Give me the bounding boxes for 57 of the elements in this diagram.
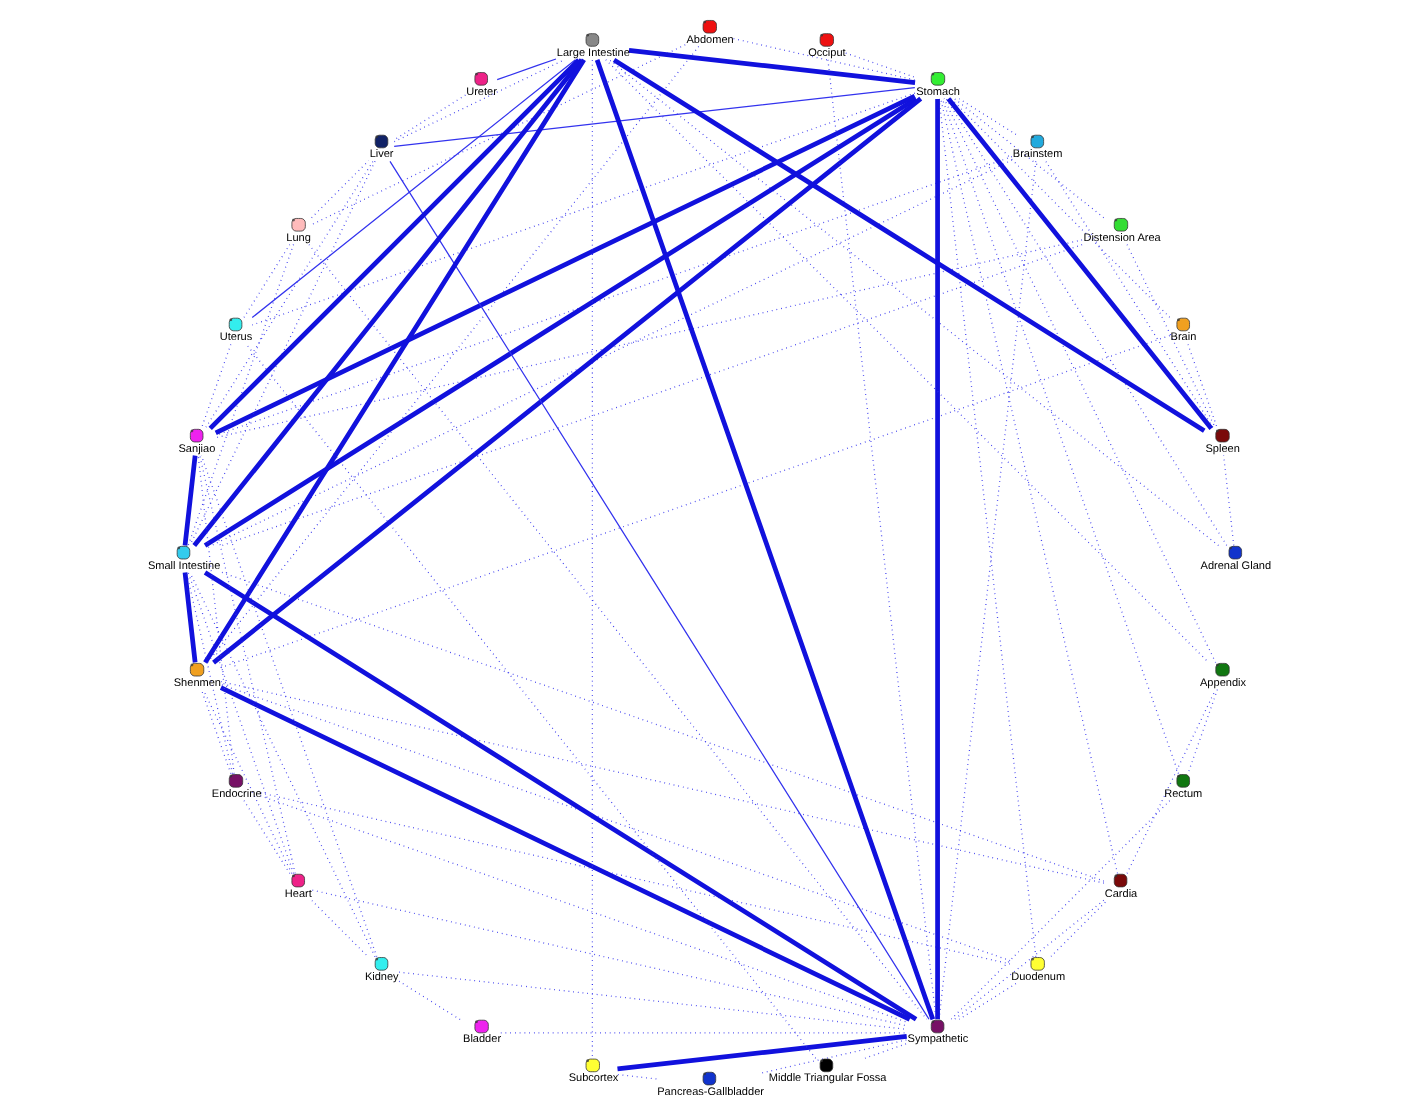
connector [607, 59, 1219, 547]
connector [203, 161, 373, 429]
connector [202, 58, 585, 664]
connector [627, 48, 915, 85]
connector [242, 244, 290, 318]
connector [213, 94, 915, 435]
connector [388, 160, 929, 1020]
connector [211, 96, 922, 665]
connector [844, 52, 915, 78]
connector [199, 454, 377, 958]
connector [760, 1039, 907, 1074]
connector [942, 97, 1216, 664]
connector [957, 98, 1016, 135]
connector [199, 689, 231, 775]
connector [616, 1033, 906, 1072]
connector [310, 900, 368, 958]
connector [1222, 454, 1234, 546]
connector [731, 38, 915, 81]
connector [219, 680, 1104, 884]
connector [940, 98, 1179, 775]
connector [611, 57, 1205, 433]
connector [934, 98, 939, 1020]
connector [207, 58, 580, 431]
connector [244, 343, 816, 1059]
connector [307, 244, 927, 1020]
connector [250, 59, 576, 319]
connector [1049, 899, 1107, 958]
connector [184, 571, 233, 775]
connector [181, 572, 197, 663]
connector [201, 689, 292, 874]
connector [397, 971, 907, 1030]
connector [214, 156, 1012, 436]
connector [392, 87, 915, 148]
connector [397, 980, 462, 1022]
connector [590, 59, 592, 1059]
connector [945, 97, 1213, 430]
connector [1125, 689, 1216, 874]
connector [242, 800, 290, 874]
connector [944, 98, 1227, 546]
connector [250, 92, 915, 326]
connector [957, 983, 1016, 1020]
connector [181, 455, 197, 546]
connector [1186, 343, 1217, 429]
connector [495, 58, 556, 81]
connector [202, 96, 917, 548]
connector [309, 160, 369, 219]
connector [1044, 161, 1214, 429]
connector [199, 343, 231, 429]
connector [863, 1043, 907, 1059]
connector [1186, 689, 1217, 775]
connector [392, 59, 564, 143]
connector [205, 45, 699, 664]
connector [1125, 244, 1216, 429]
connector [218, 243, 1082, 547]
connector [615, 1073, 656, 1080]
connector [218, 571, 1104, 882]
connector [309, 44, 685, 226]
